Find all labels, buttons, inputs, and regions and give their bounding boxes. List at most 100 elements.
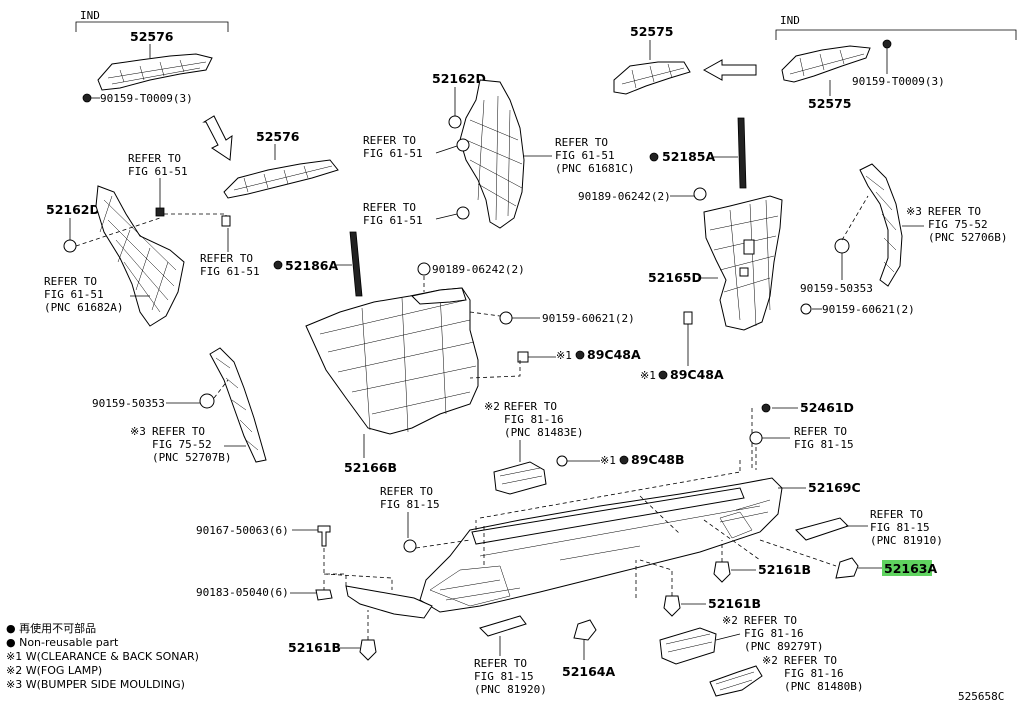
bolt-icon [749, 431, 763, 445]
cap-52163A-icon [835, 557, 859, 579]
part-label-90189-06242-left[interactable]: 90189-06242(2) [432, 263, 525, 276]
fig-ref-label[interactable]: FIG 81-15 [794, 438, 854, 451]
part-label-52575-right[interactable]: 52575 [808, 96, 852, 111]
part-label-52576-mid[interactable]: 52576 [256, 129, 300, 144]
moulding-right-icon [859, 163, 903, 287]
refer-label: REFER TO [784, 654, 837, 667]
part-label-89C48B[interactable]: 89C48B [631, 452, 685, 467]
part-label-52163A[interactable]: 52163A [884, 561, 937, 576]
left-moulding-group: 90159-50353 ※3 REFER TO FIG 75-52 (PNC 5… [92, 347, 267, 464]
part-label-52461D[interactable]: 52461D [800, 400, 854, 415]
non-reusable-dot-icon [575, 350, 585, 360]
refer-label: REFER TO [870, 508, 923, 521]
part-label-52186A[interactable]: 52186A [285, 258, 338, 273]
part-label-52576-top[interactable]: 52576 [130, 29, 174, 44]
part-label-52162D-top[interactable]: 52162D [432, 71, 486, 86]
part-label-90159-60621-right[interactable]: 90159-60621(2) [822, 303, 915, 316]
fig-ref-label[interactable]: FIG 61-51 [200, 265, 260, 278]
clip-icon [448, 115, 462, 129]
part-label-52165D[interactable]: 52165D [648, 270, 702, 285]
right-moulding-group: ※3 REFER TO FIG 75-52 (PNC 52706B) 90159… [800, 163, 1007, 316]
clip-icon [739, 267, 749, 277]
reflector-81920-icon [479, 615, 527, 637]
mudguard-center-icon [459, 79, 525, 229]
mark-1-label: ※1 [556, 349, 572, 362]
part-label-52166B[interactable]: 52166B [344, 460, 397, 475]
fig-ref-label[interactable]: FIG 81-16 [504, 413, 564, 426]
part-label-89C48A-left[interactable]: 89C48A [587, 347, 641, 362]
fig-ref-label[interactable]: FIG 75-52 [152, 438, 212, 451]
fig-ref-label[interactable]: FIG 61-51 [128, 165, 188, 178]
part-label-52575-top[interactable]: 52575 [630, 24, 674, 39]
fig-ref-label[interactable]: FIG 75-52 [928, 218, 988, 231]
legend-line-1: ● 再使用不可部品 [6, 622, 97, 635]
mudguard-52165D-icon [703, 195, 783, 331]
mark-1-label: ※1 [600, 454, 616, 467]
refer-label: REFER TO [44, 275, 97, 288]
bracket-89C48A-icon [517, 351, 529, 363]
bolt-icon [800, 303, 812, 315]
retainer-icon [834, 238, 850, 254]
mark-2-label: ※2 [484, 400, 500, 413]
clip-52161B-icon [663, 595, 681, 617]
refer-label: REFER TO [152, 425, 205, 438]
pnc-label: (PNC 81483E) [504, 426, 583, 439]
part-label-52161B-center[interactable]: 52161B [708, 596, 761, 611]
screw-90167-icon [317, 525, 331, 547]
mark-3-label: ※3 [906, 205, 922, 218]
reflector-81910-icon [795, 517, 849, 541]
fig-ref-label[interactable]: FIG 81-16 [744, 627, 804, 640]
fender-liner-group: 52186A 90189-06242(2) 90159-60621(2) ※1 … [273, 231, 641, 475]
part-label-52185A[interactable]: 52185A [662, 149, 715, 164]
part-label-52169C[interactable]: 52169C [808, 480, 861, 495]
clip-icon [882, 39, 892, 49]
fig-ref-label[interactable]: FIG 61-51 [44, 288, 104, 301]
part-label-90159-50353-left[interactable]: 90159-50353 [92, 397, 165, 410]
part-label-90183-05040[interactable]: 90183-05040(6) [196, 586, 289, 599]
part-label-90159-60621-left[interactable]: 90159-60621(2) [542, 312, 635, 325]
part-label-90159-50353-right[interactable]: 90159-50353 [800, 282, 873, 295]
fig-ref-label[interactable]: FIG 81-15 [870, 521, 930, 534]
clip-icon [743, 239, 755, 255]
retainer-52575-group: 52575 IND 90159-T0009(3) 52575 [613, 14, 1017, 111]
fig-ref-label[interactable]: FIG 61-51 [363, 147, 423, 160]
part-label-90189-06242-right[interactable]: 90189-06242(2) [578, 190, 671, 203]
retainer-52576-mid-group: 52576 [223, 129, 339, 199]
part-label-90159-T0009-left[interactable]: 90159-T0009(3) [100, 92, 193, 105]
refer-label: REFER TO [380, 485, 433, 498]
fig-ref-label[interactable]: FIG 81-15 [380, 498, 440, 511]
mark-3-label: ※3 [130, 425, 146, 438]
bracket-89C48B-icon [556, 455, 568, 467]
seal-52186A-icon [349, 231, 363, 297]
part-label-90167-50063[interactable]: 90167-50063(6) [196, 524, 289, 537]
part-label-89C48A-right[interactable]: 89C48A [670, 367, 724, 382]
ind-label-right: IND [780, 14, 800, 27]
nut-90183-icon [315, 589, 333, 601]
fig-ref-label[interactable]: FIG 81-15 [474, 670, 534, 683]
pnc-label: (PNC 61682A) [44, 301, 123, 314]
clip-52161B-icon [713, 561, 731, 583]
refer-label: REFER TO [744, 614, 797, 627]
ind-bracket-left-group: IND 52576 90159-T0009(3) [75, 9, 233, 161]
clip-icon [63, 239, 77, 253]
seal-52185A-icon [737, 117, 747, 189]
fig-ref-label[interactable]: FIG 61-51 [363, 214, 423, 227]
pnc-label: (PNC 61681C) [555, 162, 634, 175]
part-label-90159-T0009-right[interactable]: 90159-T0009(3) [852, 75, 945, 88]
part-label-52161B-right[interactable]: 52161B [758, 562, 811, 577]
mudguard-left-group: 52162D REFER TO FIG 61-51 REFER TO FIG 6… [44, 152, 260, 327]
pnc-label: (PNC 81910) [870, 534, 943, 547]
refer-label: REFER TO [363, 201, 416, 214]
fig-ref-label[interactable]: FIG 81-16 [784, 667, 844, 680]
arrow-left-icon [702, 59, 757, 81]
part-label-52161B-left[interactable]: 52161B [288, 640, 341, 655]
pnc-label: (PNC 81480B) [784, 680, 863, 693]
clip-icon [456, 206, 470, 220]
part-label-52164A[interactable]: 52164A [562, 664, 615, 679]
clip-icon [221, 215, 231, 227]
part-label-52162D-left[interactable]: 52162D [46, 202, 100, 217]
fig-ref-label[interactable]: FIG 61-51 [555, 149, 615, 162]
refer-label: REFER TO [474, 657, 527, 670]
legend-line-2: ● Non-reusable part [6, 636, 119, 649]
pnc-label: (PNC 81920) [474, 683, 547, 696]
